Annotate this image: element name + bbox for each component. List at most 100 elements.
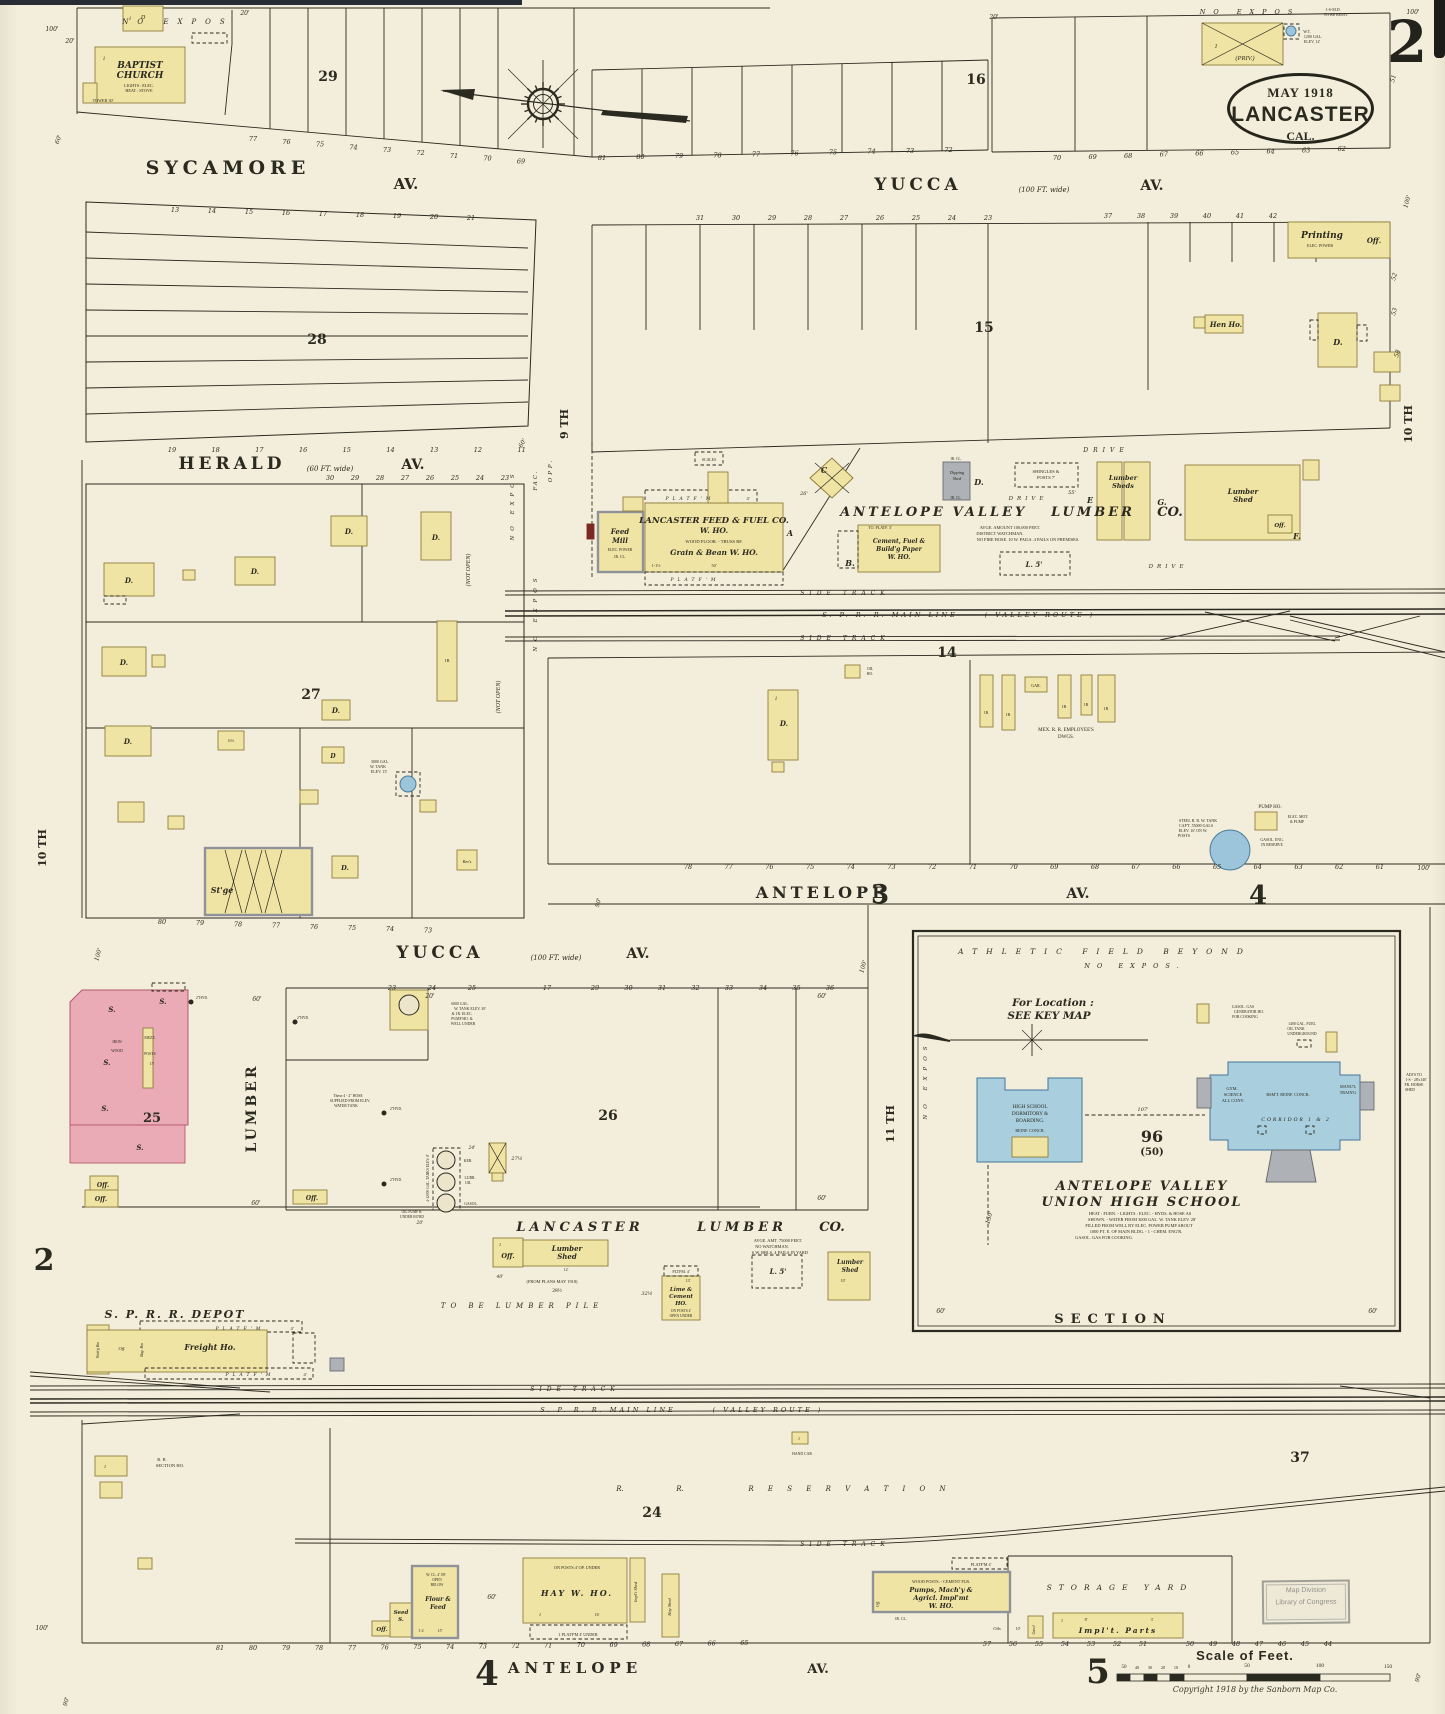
label-open-under: OPEN UNDER [670, 1314, 693, 1318]
boundary-line [85, 257, 529, 271]
label-cement: Cement [669, 1294, 693, 1300]
gas-generator-house [1196, 1003, 1210, 1024]
boundary-line [547, 651, 1445, 659]
lot-number: 54 [1061, 1640, 1069, 1648]
label-mill: Mill [611, 536, 628, 545]
label-in-reserve: IN RESERVE [1261, 843, 1283, 847]
label-60: 60' [487, 1594, 497, 1601]
porch [103, 595, 127, 605]
canopy [151, 982, 186, 992]
lot-number: 70 [1009, 863, 1017, 871]
label-100: 100 [1316, 1663, 1325, 1669]
label-1000-ft-e-of-main-bldg: 1000 FT. E. OF MAIN BLDG. - 1 - CHEM. EN… [1090, 1229, 1183, 1234]
outbuilding [771, 761, 785, 773]
tank-enclosure [395, 771, 421, 797]
label-grain-bean-w-ho: Grain & Bean W. HO. [670, 548, 758, 557]
label-lumber: LUMBER [244, 1064, 260, 1153]
label-heat-furn-lights-elec-: HEAT : FURN. - LIGHTS : ELEC. - HYDS. & … [1089, 1211, 1192, 1216]
lot-number: 17 [255, 446, 264, 454]
label-no-expos: NO EXPOS [533, 573, 539, 653]
label-not-open: (NOT OPEN) [465, 554, 472, 587]
label-w-cl-4-op: W. CL. 4' OP. [426, 1573, 446, 1577]
boundary-line [29, 1396, 1445, 1400]
lot-number: 76 [790, 150, 798, 158]
label-d: D. [1332, 337, 1343, 347]
label-underground: UNDERGROUND [1287, 1032, 1317, 1036]
label-lumber: LUMBER [1050, 505, 1135, 520]
library-of-congress-stamp: Map Division Library of Congress [1261, 1579, 1351, 1625]
label-antelope: ANTELOPE [755, 883, 889, 902]
label-posts: POSTS [1178, 833, 1190, 838]
label-d: D. [250, 567, 259, 576]
feed-mill-annex [622, 496, 644, 512]
lot-number: 57 [983, 1640, 992, 1648]
lot-number: 50 [1186, 1640, 1194, 1648]
office [84, 1189, 119, 1208]
label-1: 1 [775, 697, 778, 702]
boundary-line [1289, 615, 1445, 653]
label-supplied-from-elev: SUPPLIED FROM ELEV. [330, 1099, 371, 1103]
label-printing: Printing [1300, 231, 1343, 241]
lot-number: 17 [319, 210, 328, 218]
label-off: Off. [1367, 236, 1381, 245]
label-1: 1 [539, 1612, 541, 1617]
label-100-ft-wide: (100 FT. wide) [1019, 186, 1070, 194]
label-gasol-gas: GASOL. GAS [1232, 1005, 1254, 1009]
label-100-ft-wide: (100 FT. wide) [531, 954, 582, 962]
boundary-line [1339, 1385, 1431, 1399]
boundary-line [1204, 611, 1336, 642]
label-4-12000-gal-tanks-elev: 4-12000 GAL. TANKS ELEV. 8' [426, 1154, 430, 1202]
lot-number: 78 [315, 1644, 323, 1652]
label-from-plans-may-1918: (FROM PLANS MAY 1918) [526, 1279, 578, 1284]
lot-number: 61 [1376, 863, 1384, 871]
lot-number: 14 [208, 207, 216, 215]
label-drive: DRIVE [1082, 447, 1128, 454]
dwelling [767, 689, 799, 761]
label-ho: HO. [867, 672, 873, 676]
label-ir-cl: IR. CL. [951, 457, 962, 461]
hen-house-annex [1193, 316, 1206, 329]
label-side-track: SIDE TRACK [800, 590, 890, 597]
label-60: 60' [517, 437, 528, 449]
boundary-line [29, 1409, 1445, 1413]
scales-box [694, 451, 724, 466]
lot-number: 55 [1035, 1640, 1043, 1648]
label-all-conv: ALL CONV. [1222, 1098, 1245, 1103]
label-hay-shed: Hay Shed [667, 1598, 672, 1617]
label-24: 24' [468, 1145, 476, 1151]
label-off: Off. [119, 1346, 126, 1351]
label-15: 15' [438, 1628, 443, 1633]
label-53: 53 [1390, 307, 1399, 316]
label-e: E [1086, 495, 1094, 505]
label-district-watchman: DISTRICT WATCHMAN. [976, 531, 1023, 536]
hydrant-symbol [586, 523, 595, 540]
label-1r: 1R [444, 658, 449, 663]
label-100: 100' [1402, 194, 1412, 209]
boundary-line [85, 309, 529, 315]
label-100: 100' [858, 959, 868, 974]
sprr-depot [86, 1329, 268, 1373]
scale-bar-segment [1183, 1673, 1248, 1682]
label-10: 10' [1016, 1626, 1021, 1631]
lot-number: 56 [1009, 1640, 1017, 1648]
label-r-r: R. R. [157, 1457, 167, 1462]
label-1: 1 [103, 57, 106, 62]
hs-front-steps [1265, 1149, 1317, 1183]
lot-number: 78 [684, 863, 692, 871]
label-section: SECTION [1054, 1312, 1172, 1327]
label-impl-t-parts: Impl't. Parts [1078, 1626, 1157, 1635]
label-40: 40' [496, 1274, 504, 1280]
shingles-posts-area [1014, 462, 1079, 488]
lot-number: 80 [249, 1644, 257, 1652]
lot-number: 23 [983, 214, 992, 222]
label-shed: Shed [842, 1267, 860, 1274]
lot-number: 41 [1235, 212, 1244, 220]
lot-number: 28 [375, 474, 384, 482]
label-gar: GAR. [1031, 683, 1040, 688]
water-tank [399, 775, 417, 793]
label-bag-rm: Bag. Rm [139, 1343, 144, 1357]
label-yucca: YUCCA [395, 943, 483, 963]
label-1200-gal: 1200 GAL. [1304, 34, 1322, 39]
boundary-line [76, 111, 593, 158]
label-90: 90' [1414, 1672, 1423, 1683]
